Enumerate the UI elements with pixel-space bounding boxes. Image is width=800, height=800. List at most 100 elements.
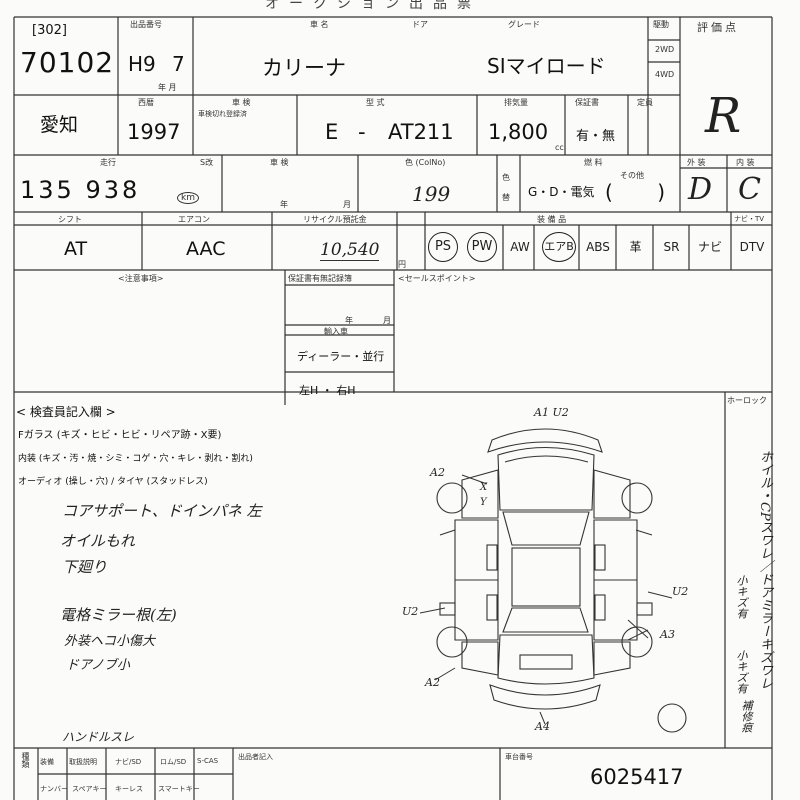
exterior-score: D	[688, 172, 713, 207]
model-label: 型 式	[366, 98, 385, 107]
handwritten-note-6: ドアノブ小	[66, 658, 130, 673]
sale-no-label: 出品番号	[130, 20, 162, 29]
equip-dtv: DTV	[739, 240, 765, 254]
mileage-value: 135 938	[20, 176, 141, 204]
yen-unit: 円	[398, 260, 406, 269]
fuel-options: G・D・電気	[528, 185, 595, 199]
sale-number: 70102	[20, 46, 115, 79]
handwritten-note-5: 外装ヘコ小傷大	[64, 634, 156, 649]
car-no-label: 車台番号	[505, 753, 533, 761]
handwritten-note-1: コアサポート、ドインパネ 左	[62, 502, 262, 520]
equip-abs: ABS	[586, 240, 610, 254]
aircon-label: エアコン	[178, 215, 210, 224]
interior-label: 内 装	[736, 158, 755, 167]
handwritten-note-bottom: ハンドルスレ	[62, 730, 135, 744]
bottom-row2-2: スペアキー	[72, 785, 107, 793]
handwritten-note-2: オイルもれ	[60, 532, 136, 550]
fuel-other-paren: ( )	[605, 180, 666, 204]
bottom-label-1: 装備	[40, 758, 54, 766]
color-label: 色 (ColNo)	[405, 158, 446, 167]
handwritten-note-3: 下廻り	[62, 558, 108, 576]
bottom-row2-1: ナンバー	[40, 785, 68, 793]
audio-tire-line: オーディオ (操し・穴) / タイヤ (スタッドレス)	[18, 477, 208, 487]
fuel-label: 燃 料	[584, 158, 603, 167]
car-name-value: カリーナ	[262, 56, 346, 80]
bottom-label-5: S-CAS	[197, 757, 219, 765]
door-label: ドア	[412, 20, 428, 29]
interior-score: C	[738, 172, 761, 207]
mark-a1u2: A1 U2	[534, 406, 569, 419]
import-label: 輸入車	[324, 327, 348, 336]
displacement-label: 排気量	[504, 98, 528, 107]
era-label: 年 月	[158, 83, 177, 92]
score-label: 評価点	[697, 21, 739, 34]
grade-label: グレード	[508, 20, 540, 29]
year-value: 1997	[127, 120, 181, 144]
model-value: AT211	[388, 120, 454, 144]
warranty-label: 保証書有無記録簿	[288, 274, 352, 283]
car-name-label: 車 名	[310, 20, 329, 29]
bottom-memo-label: 出品者記入	[238, 753, 273, 761]
era-month: 7	[172, 52, 185, 76]
interior-line: 内装 (キズ・汚・焼・シミ・コゲ・穴・キレ・剥れ・割れ)	[18, 454, 253, 464]
mark-a2-bottom: A2	[425, 676, 440, 689]
score-value: R	[705, 88, 742, 144]
year-label: 西暦	[138, 98, 154, 107]
grade-value: SIマイロード	[487, 54, 606, 78]
bottom-label-3: ナビ/SD	[115, 758, 142, 766]
drive-label: 駆動	[653, 20, 669, 29]
inspection-year: 年	[280, 200, 288, 209]
right-vertical-note: ホイル・CPスワレ／ドアミラーキズワレ	[757, 450, 772, 690]
handwritten-note-4: 電格ミラー根(左)	[60, 606, 177, 624]
bottom-label-4: ロム/SD	[160, 758, 187, 766]
handle-side: 左H ・ 右H	[299, 384, 356, 397]
car-diagram	[436, 428, 687, 733]
recycle-value: 10,540	[320, 240, 380, 261]
import-dealer: ディーラー・並行	[297, 350, 385, 363]
car-no-value: 6025417	[590, 765, 684, 789]
equip-ps: PS	[428, 232, 458, 262]
inspection-label-2: 車 検	[270, 158, 289, 167]
hood-label: 保証書	[575, 98, 599, 107]
kinds-label: 種類	[21, 752, 30, 768]
inspector-heading: < 検査員記入欄 >	[16, 405, 116, 419]
mark-u2-left: U2	[402, 605, 419, 618]
warranty-month: 月	[383, 316, 391, 325]
drive-2wd: 2WD	[655, 45, 675, 54]
bottom-label-2: 取扱説明	[69, 758, 97, 766]
shift-value: AT	[64, 238, 88, 260]
bottom-row2-4: スマートキー	[158, 785, 200, 793]
mark-a2-top: A2	[430, 466, 445, 479]
model-prefix: E	[325, 120, 339, 144]
recycle-label: リサイクル預託金	[303, 215, 367, 224]
drive-4wd: 4WD	[655, 70, 675, 79]
hood-value: 有・無	[576, 129, 616, 144]
region: 愛知	[40, 114, 79, 136]
mileage-unit: km	[177, 192, 199, 204]
wheel-lock-label: ホーロック	[727, 396, 767, 405]
equip-navi: ナビ	[697, 240, 722, 254]
mileage-suffix: S改	[200, 158, 214, 167]
equip-leather: 革	[629, 240, 642, 254]
notes-label: <注意事項>	[118, 274, 164, 283]
era-year: H9	[128, 52, 156, 76]
equip-aw: AW	[510, 240, 530, 254]
bottom-row2-3: キーレス	[115, 785, 143, 793]
mark-x: X	[480, 482, 488, 493]
right-small-1: 小キズ有	[735, 575, 748, 619]
equip-airbag: エアB	[542, 232, 576, 262]
displacement-value: 1,800	[488, 120, 549, 144]
fuel-other-label: その他	[620, 171, 644, 180]
mark-a3: A3	[660, 628, 675, 641]
warranty-year: 年	[345, 316, 353, 325]
mark-a4: A4	[535, 720, 550, 733]
fglass-line: Fガラス (キズ・ヒビ・ヒビ・リペア跡・X要)	[18, 430, 222, 441]
mark-y: Y	[480, 497, 487, 508]
form-title: オークション出品票	[265, 0, 481, 12]
sale-code: [302]	[32, 23, 67, 38]
right-small-2: 小キズ有	[735, 650, 748, 694]
cc-unit: cc	[555, 143, 564, 152]
right-small-3: 補修痕	[740, 700, 753, 733]
inspection-label: 車 検	[232, 98, 251, 107]
